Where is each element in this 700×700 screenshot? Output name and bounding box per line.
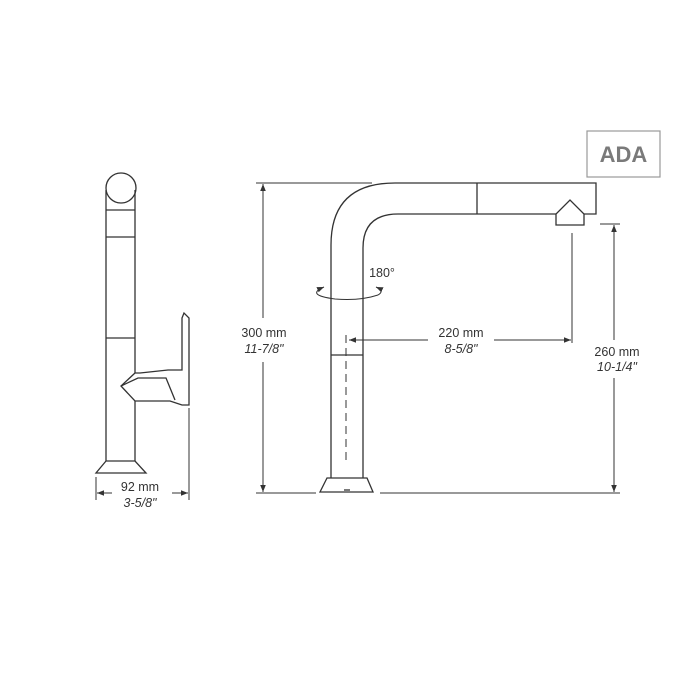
height-imperial: 11-7/8"	[245, 342, 285, 356]
reach-imperial: 8-5/8"	[445, 342, 478, 356]
reach-metric: 220 mm	[438, 326, 483, 340]
width-imperial: 3-5/8"	[124, 496, 157, 510]
faucet-front-view	[318, 182, 597, 493]
height-metric: 300 mm	[241, 326, 286, 340]
ada-badge: ADA	[586, 130, 661, 178]
ada-label: ADA	[600, 142, 648, 167]
rotation-label: 180°	[369, 266, 395, 280]
spout-height-imperial: 10-1/4"	[597, 360, 637, 374]
width-metric: 92 mm	[121, 480, 159, 494]
rotation-indicator: 180°	[316, 266, 395, 300]
height-dimension: 300 mm 11-7/8"	[241, 182, 372, 494]
spray-head	[555, 199, 585, 226]
reach-dimension: 220 mm 8-5/8"	[349, 233, 573, 356]
spout-height-dimension: 260 mm 10-1/4"	[380, 223, 640, 494]
width-dimension: 92 mm 3-5/8"	[95, 408, 190, 510]
spout-height-metric: 260 mm	[594, 345, 639, 359]
faucet-side-view	[94, 172, 190, 474]
